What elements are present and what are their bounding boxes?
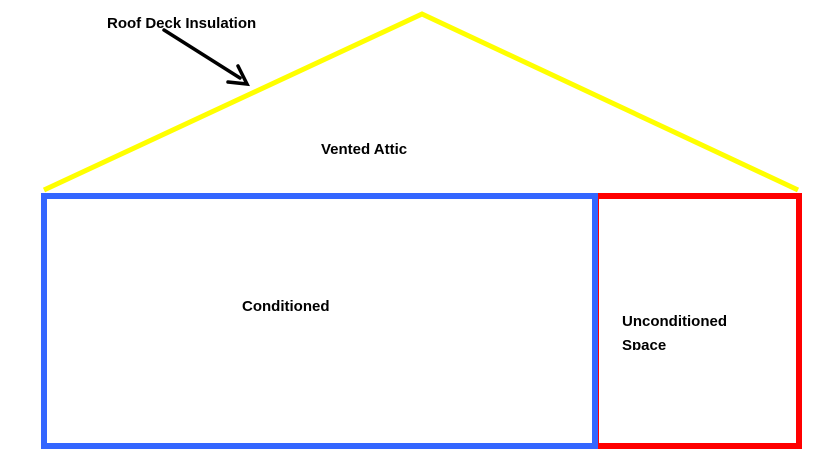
roof-deck-insulation-label: Roof Deck Insulation — [107, 15, 257, 32]
unconditioned-space-label: Unconditioned Space — [622, 310, 772, 350]
vented-attic-label: Vented Attic — [321, 141, 408, 158]
unconditioned-label-line2: Space — [622, 337, 667, 350]
unconditioned-label-line1: Unconditioned — [622, 313, 727, 330]
conditioned-label: Conditioned — [242, 298, 330, 315]
conditioned-space-box — [41, 193, 598, 449]
arrow-icon — [162, 28, 250, 87]
roof-line — [42, 11, 800, 193]
